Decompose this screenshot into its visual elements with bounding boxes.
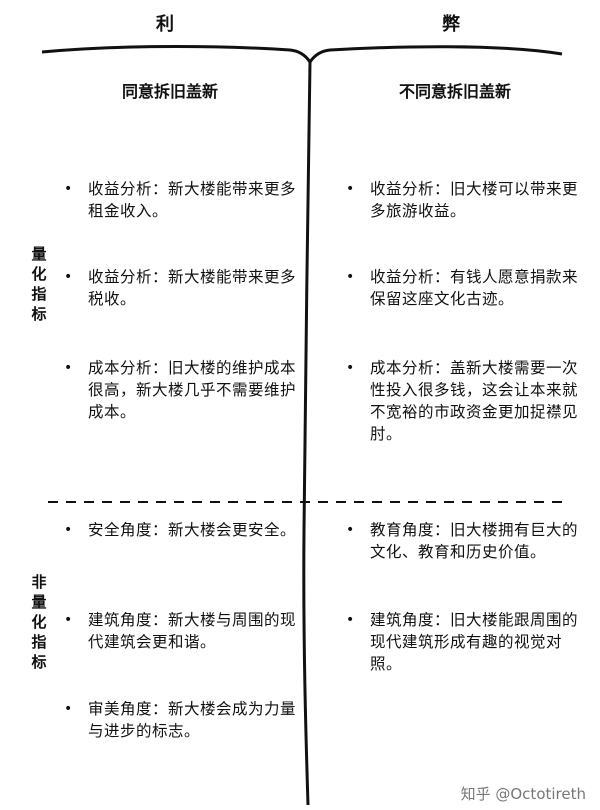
bullet: • bbox=[346, 360, 355, 376]
bullet: • bbox=[346, 181, 355, 197]
bullet: • bbox=[346, 269, 355, 285]
left-item-5: 建筑角度：新大楼与周围的现代建筑会更和谐。 bbox=[88, 611, 297, 651]
right-item-2: 收益分析：有钱人愿意捐款来保留这座文化古迹。 bbox=[370, 268, 579, 308]
right-column-title: 不同意拆旧盖新 bbox=[398, 82, 511, 101]
watermark: 知乎 @Octotireth bbox=[460, 785, 586, 803]
left-item-4: 安全角度：新大楼会更安全。 bbox=[88, 521, 297, 539]
bullet: • bbox=[64, 612, 73, 628]
side-label-non-quantitative: 非量化指标 bbox=[31, 573, 47, 671]
top-curved-divider bbox=[41, 45, 563, 65]
left-column-title: 同意拆旧盖新 bbox=[121, 82, 218, 101]
right-item-3: 成本分析：盖新大楼需要一次性投入很多钱，这会让本来就不宽裕的市政资金更加捉襟见肘… bbox=[370, 359, 579, 443]
bullet: • bbox=[64, 269, 73, 285]
left-item-6: 审美角度：新大楼会成为力量与进步的标志。 bbox=[88, 700, 297, 740]
bullet: • bbox=[346, 612, 355, 628]
bullet: • bbox=[64, 181, 73, 197]
left-item-3: 成本分析：旧大楼的维护成本很高，新大楼几乎不需要维护成本。 bbox=[88, 359, 297, 421]
right-item-5: 建筑角度：旧大楼能跟周围的现代建筑形成有趣的视觉对照。 bbox=[370, 611, 579, 673]
right-item-1: 收益分析：旧大楼可以带来更多旅游收益。 bbox=[370, 180, 579, 220]
side-label-quantitative: 量化指标 bbox=[31, 245, 47, 323]
bullet: • bbox=[64, 522, 73, 538]
left-item-1: 收益分析：新大楼能带来更多租金收入。 bbox=[88, 180, 297, 220]
vertical-center-divider bbox=[302, 61, 312, 806]
bullet: • bbox=[346, 522, 355, 538]
pros-header: 利 bbox=[156, 14, 174, 35]
left-item-2: 收益分析：新大楼能带来更多税收。 bbox=[88, 268, 297, 308]
cons-header: 弊 bbox=[442, 14, 460, 35]
right-item-4: 教育角度：旧大楼拥有巨大的文化、教育和历史价值。 bbox=[370, 521, 579, 561]
bullet: • bbox=[64, 701, 73, 717]
bullet: • bbox=[64, 360, 73, 376]
